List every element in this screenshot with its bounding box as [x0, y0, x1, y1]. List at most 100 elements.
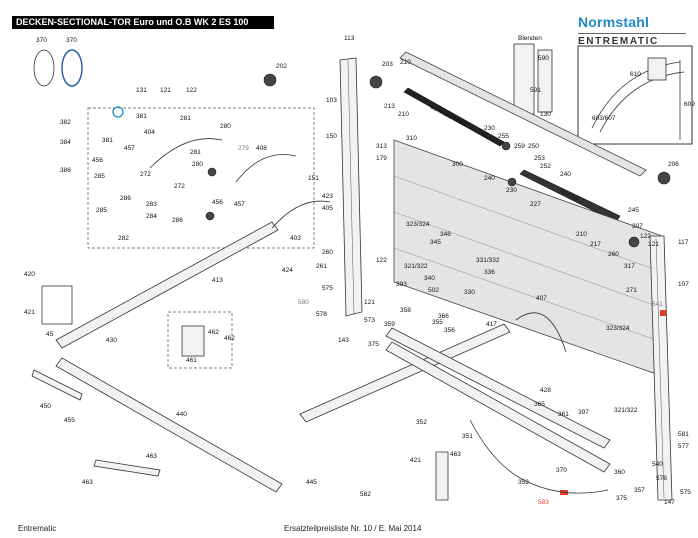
label-131: 131	[136, 87, 147, 94]
drum-206	[657, 171, 671, 185]
label-609: 609	[684, 101, 695, 108]
label-582: 582	[360, 491, 371, 498]
label-580: 580	[298, 299, 309, 306]
label-382: 382	[60, 119, 71, 126]
label-430: 430	[106, 337, 117, 344]
label-421b: 421	[410, 457, 421, 464]
label-407: 407	[536, 295, 547, 302]
label-210b: 210	[398, 111, 409, 118]
spring-black-label: schwarz/black	[429, 104, 469, 130]
label-121c: 121	[648, 241, 659, 248]
label-313: 313	[376, 143, 387, 150]
label-285a: 285	[94, 173, 105, 180]
roller-272b	[207, 167, 217, 177]
label-413: 413	[212, 277, 223, 284]
label-357: 357	[634, 487, 645, 494]
label-578a: 578	[316, 311, 327, 318]
cable-352	[469, 419, 609, 494]
bracket-kit-box	[167, 311, 233, 369]
curved-track-404	[149, 138, 223, 169]
label-423: 423	[322, 193, 333, 200]
label-370a: 370	[36, 37, 47, 44]
label-330: 330	[464, 289, 475, 296]
label-590: 590	[538, 55, 549, 62]
label-370c: 370	[556, 467, 567, 474]
label-591: 591	[530, 87, 541, 94]
label-575b: 575	[680, 489, 691, 496]
label-365: 365	[534, 401, 545, 408]
label-360: 360	[614, 469, 625, 476]
vertical-frame-right	[649, 235, 673, 501]
label-340: 340	[424, 275, 435, 282]
frame-right-inner	[655, 237, 665, 499]
label-463a: 463	[146, 453, 157, 460]
label-417: 417	[486, 321, 497, 328]
label-230b: 230	[506, 187, 517, 194]
track-kit-box	[87, 107, 315, 249]
drum-207	[628, 236, 640, 248]
inset-track-curve-2	[599, 71, 685, 133]
label-210a: 210	[400, 59, 411, 66]
blenden-panel	[513, 43, 535, 115]
label-577: 577	[678, 443, 689, 450]
label-143: 143	[338, 337, 349, 344]
label-455: 455	[64, 417, 75, 424]
label-403: 403	[290, 235, 301, 242]
label-150: 150	[326, 133, 337, 140]
label-286a: 286	[120, 195, 131, 202]
brand-logo: Normstahl	[578, 14, 650, 30]
brand-sub-logo: ENTREMATIC	[578, 36, 659, 47]
bracket-461	[181, 325, 205, 357]
label-457b: 457	[234, 201, 245, 208]
label-113: 113	[344, 35, 355, 42]
curved-track-408	[235, 154, 297, 183]
label-450: 450	[40, 403, 51, 410]
frame-left-inner	[347, 59, 355, 315]
coupling-230	[501, 141, 511, 151]
panel-rib-2	[393, 211, 663, 309]
label-217: 217	[590, 241, 601, 248]
label-321b: 321/322	[614, 407, 638, 414]
brand-divider	[578, 33, 686, 34]
label-603: 603/607	[592, 115, 616, 122]
label-352a: 352	[416, 419, 427, 426]
label-345: 345	[430, 239, 441, 246]
label-117: 117	[678, 239, 689, 246]
label-359: 359	[384, 321, 395, 328]
label-245: 245	[628, 207, 639, 214]
label-358: 358	[400, 307, 411, 314]
rail-365	[385, 327, 611, 449]
label-281a: 281	[180, 115, 191, 122]
label-282: 282	[118, 235, 129, 242]
footer-catalog-ref: Ersatzteilpreisliste Nr. 10 / E. Mai 201…	[284, 524, 422, 533]
label-384: 384	[60, 139, 71, 146]
label-271: 271	[626, 287, 637, 294]
drum-203	[369, 75, 383, 89]
label-130: 130	[540, 111, 551, 118]
label-463b: 463	[82, 479, 93, 486]
label-440: 440	[176, 411, 187, 418]
label-370b: 370	[66, 37, 77, 44]
label-250: 250	[528, 143, 539, 150]
label-281b: 281	[190, 149, 201, 156]
label-421a: 421	[24, 309, 35, 316]
label-540: 540	[652, 461, 663, 468]
label-300: 300	[452, 161, 463, 168]
label-386: 386	[60, 167, 71, 174]
label-381a: 381	[136, 113, 147, 120]
label-147: 147	[664, 499, 675, 506]
label-121a: 121	[160, 87, 171, 94]
label-284: 284	[146, 213, 157, 220]
label-331: 331/332	[476, 257, 500, 264]
label-573: 573	[364, 317, 375, 324]
rail-370	[385, 341, 611, 473]
label-213: 213	[384, 103, 395, 110]
label-346: 346	[440, 231, 451, 238]
label-375a: 375	[368, 341, 379, 348]
label-361: 361	[558, 411, 569, 418]
label-107: 107	[678, 281, 689, 288]
label-285b: 285	[96, 207, 107, 214]
blenden-panel-2	[537, 49, 553, 113]
label-321a: 321/322	[404, 263, 428, 270]
label-286b: 286	[172, 217, 183, 224]
